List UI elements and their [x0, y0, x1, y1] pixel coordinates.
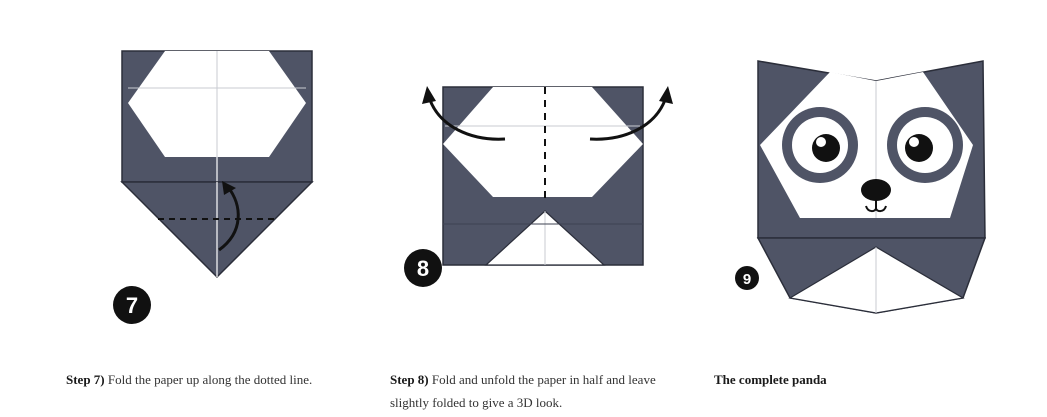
- panda-right-eye: [887, 107, 963, 183]
- step8-right-arrow-icon: [589, 99, 667, 141]
- step7-number-badge: 7: [113, 286, 151, 324]
- step8-text: Fold and unfold the paper in half and le…: [390, 372, 656, 410]
- step7-fold-arrow-icon: [218, 186, 240, 252]
- step9-caption: The complete panda: [714, 368, 1014, 391]
- step8-diagram: 8: [404, 86, 673, 287]
- svg-text:8: 8: [417, 256, 429, 281]
- svg-text:9: 9: [743, 271, 751, 288]
- step7-caption: Step 7) Fold the paper up along the dott…: [66, 368, 366, 391]
- panda-left-eye: [782, 107, 858, 183]
- step7-label: Step 7): [66, 372, 105, 387]
- step7-text: Fold the paper up along the dotted line.: [107, 372, 313, 387]
- step8-caption: Step 8) Fold and unfold the paper in hal…: [390, 368, 690, 414]
- step7-diagram: 7: [113, 50, 314, 324]
- step8-left-arrow-icon: [428, 99, 506, 141]
- step8-label: Step 8): [390, 372, 429, 387]
- step8-number-badge: 8: [404, 249, 442, 287]
- panda-diagram: 9: [735, 60, 987, 314]
- panda-nose: [861, 179, 891, 201]
- step9-number-badge: 9: [735, 266, 759, 290]
- step9-label: The complete panda: [714, 372, 827, 387]
- step8-white-hexagon: [443, 87, 643, 197]
- svg-text:7: 7: [126, 293, 138, 318]
- panda-mouth: [865, 200, 887, 213]
